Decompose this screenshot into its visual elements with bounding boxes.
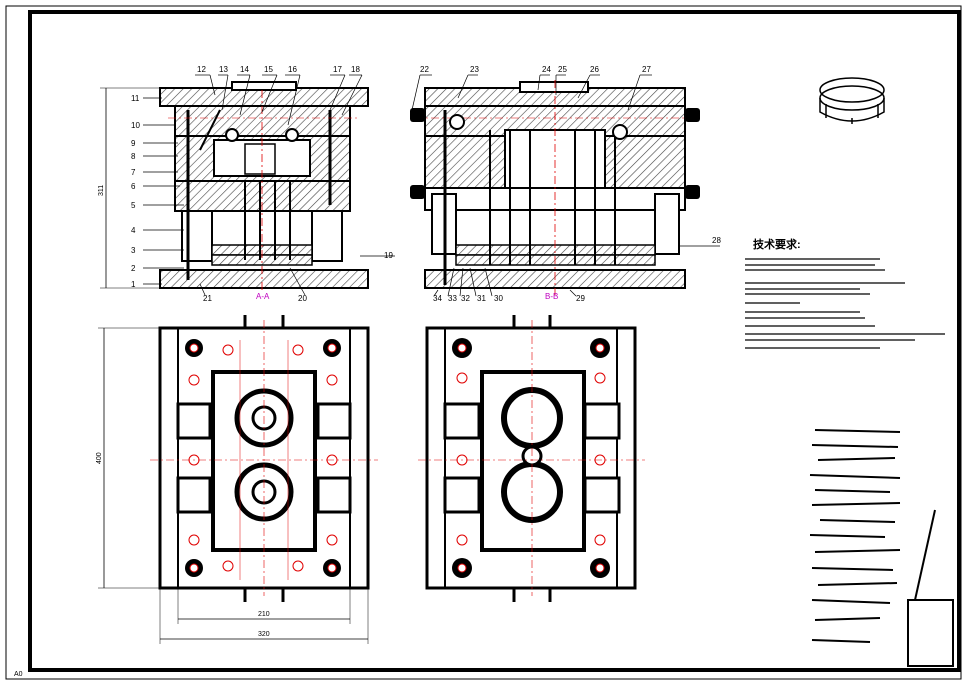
- drawing-border: [28, 10, 961, 672]
- section-view-left: [159, 81, 369, 290]
- section-label-b-b: B-B: [545, 292, 558, 301]
- part-number-32: 32: [461, 294, 470, 303]
- part-number-31: 31: [477, 294, 486, 303]
- part-labels-right: 22 23 24 25 26 27 28 29 30 31 32 33 34 B…: [420, 65, 721, 303]
- part-number-8: 8: [131, 152, 136, 161]
- part-number-22: 22: [420, 65, 429, 74]
- part-number-28: 28: [712, 236, 721, 245]
- dimension-value-210: 210: [258, 611, 270, 618]
- dimension-320: 320: [159, 588, 369, 644]
- part-number-16: 16: [288, 65, 297, 74]
- part-number-21: 21: [203, 294, 212, 303]
- tech-requirements-title: 技术要求:: [753, 237, 801, 251]
- part-number-7: 7: [131, 168, 136, 177]
- part-number-20: 20: [298, 294, 307, 303]
- dimension-value-400: 400: [96, 452, 103, 464]
- dimension-311: 3 11: [98, 87, 160, 289]
- part-number-4: 4: [131, 226, 136, 235]
- part-number-9: 9: [131, 139, 136, 148]
- part-number-6: 6: [131, 182, 136, 191]
- part-3d-sketch: [819, 77, 885, 124]
- part-number-18: 18: [351, 65, 360, 74]
- dimension-value-320: 320: [258, 631, 270, 638]
- part-number-15: 15: [264, 65, 273, 74]
- dimension-value-311: 311: [98, 185, 105, 196]
- part-number-25: 25: [558, 65, 567, 74]
- part-number-3: 3: [131, 246, 136, 255]
- part-number-10: 10: [131, 121, 140, 130]
- part-number-2: 2: [131, 264, 136, 273]
- part-number-19: 19: [384, 251, 393, 260]
- part-number-27: 27: [642, 65, 651, 74]
- plan-view-left: [150, 315, 378, 602]
- title-block: [808, 420, 954, 667]
- plan-view-right: [418, 315, 645, 602]
- technical-requirements: 技术要求:: [745, 237, 945, 349]
- part-number-23: 23: [470, 65, 479, 74]
- part-number-34: 34: [433, 294, 442, 303]
- part-number-14: 14: [240, 65, 249, 74]
- part-callouts-left: [143, 74, 395, 296]
- part-number-24: 24: [542, 65, 551, 74]
- part-number-11: 11: [131, 94, 140, 103]
- part-number-17: 17: [333, 65, 342, 74]
- part-number-26: 26: [590, 65, 599, 74]
- part-number-1: 1: [131, 280, 136, 289]
- part-number-30: 30: [494, 294, 503, 303]
- part-number-12: 12: [197, 65, 206, 74]
- dimension-400: 400: [96, 327, 160, 589]
- part-number-5: 5: [131, 201, 136, 210]
- part-callouts-right: [411, 74, 720, 297]
- section-view-right: [410, 80, 700, 295]
- dimension-210: 210: [177, 588, 351, 624]
- part-number-13: 13: [219, 65, 228, 74]
- part-number-33: 33: [448, 294, 457, 303]
- sheet-corner-mark: A0: [14, 671, 23, 678]
- part-number-29: 29: [576, 294, 585, 303]
- part-labels-left: 11 10 9 8 7 6 5 4 3 2 1 12 13 14 15 16 1…: [131, 65, 393, 303]
- section-label-a-a: A-A: [256, 292, 270, 301]
